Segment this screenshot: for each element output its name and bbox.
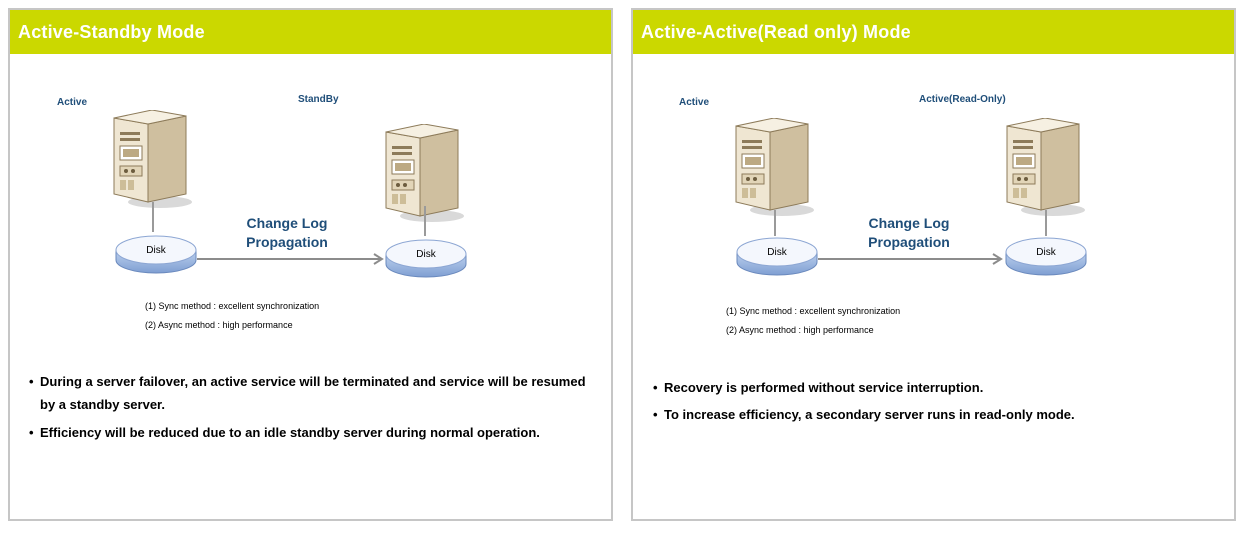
server-tower-icon [1001, 118, 1091, 218]
disk-cylinder-icon: Disk [736, 234, 818, 278]
active-active-panel: Active-Active(Read only) Mode Active Act… [631, 8, 1236, 521]
async-method-text: (2) Async method : high performance [145, 320, 293, 330]
arrow-label-line2: Propagation [868, 234, 950, 250]
bullet-list: • Recovery is performed without service i… [653, 376, 1213, 431]
bullet-dot: • [653, 380, 658, 395]
disk-cylinder-icon: Disk [1005, 234, 1087, 278]
disk-cylinder-icon: Disk [115, 232, 197, 276]
sync-method-text: (1) Sync method : excellent synchronizat… [145, 301, 320, 311]
server-tower-icon [380, 124, 470, 224]
bullet-item: • During a server failover, an active ser… [29, 370, 589, 416]
propagation-arrow [197, 253, 384, 265]
arrow-label-line1: Change Log [246, 215, 328, 231]
panel-title: Active-Active(Read only) Mode [641, 22, 911, 42]
active-standby-panel: Active-Standby Mode Active StandBy [8, 8, 613, 521]
panel-body: Active Active(Read-Only) [633, 54, 1234, 519]
bullet-item: • Efficiency will be reduced due to an id… [29, 421, 589, 444]
panel-header: Active-Active(Read only) Mode [633, 10, 1234, 54]
connector-line [774, 210, 776, 236]
bullet-item: • To increase efficiency, a secondary ser… [653, 403, 1213, 426]
server-tower-icon [730, 118, 820, 218]
arrow-label-line2: Propagation [246, 234, 328, 250]
bullet-text: During a server failover, an active serv… [40, 374, 586, 412]
bullet-text: Recovery is performed without service in… [664, 380, 984, 395]
replication-methods: (1) Sync method : excellent synchronizat… [726, 302, 900, 340]
bullet-item: • Recovery is performed without service i… [653, 376, 1213, 399]
sync-method-text: (1) Sync method : excellent synchronizat… [726, 306, 901, 316]
bullet-text: Efficiency will be reduced due to an idl… [40, 425, 540, 440]
change-log-propagation-label: Change Log Propagation [217, 214, 357, 252]
active-server-label: Active [679, 97, 710, 108]
async-method-text: (2) Async method : high performance [726, 325, 874, 335]
standby-server-label: StandBy [298, 94, 339, 105]
disk-cylinder-icon: Disk [385, 236, 467, 280]
bullet-text: To increase efficiency, a secondary serv… [664, 407, 1075, 422]
panel-header: Active-Standby Mode [10, 10, 611, 54]
bullet-dot: • [29, 425, 34, 440]
bullet-dot: • [653, 407, 658, 422]
disk-label: Disk [146, 245, 166, 256]
read-only-server-label: Active(Read-Only) [919, 94, 1006, 105]
connector-line [152, 202, 154, 232]
server-tower-icon [108, 110, 198, 210]
panel-title: Active-Standby Mode [18, 22, 205, 42]
bullet-list: • During a server failover, an active ser… [29, 370, 589, 449]
disk-label: Disk [1036, 247, 1056, 258]
disk-label: Disk [767, 247, 787, 258]
change-log-propagation-label: Change Log Propagation [839, 214, 979, 252]
bullet-dot: • [29, 374, 34, 389]
arrow-label-line1: Change Log [868, 215, 950, 231]
disk-label: Disk [416, 249, 436, 260]
replication-methods: (1) Sync method : excellent synchronizat… [145, 297, 319, 335]
propagation-arrow [818, 253, 1003, 265]
panel-body: Active StandBy [10, 54, 611, 519]
active-server-label: Active [57, 97, 88, 108]
connector-line [1045, 210, 1047, 236]
connector-line [424, 206, 426, 236]
